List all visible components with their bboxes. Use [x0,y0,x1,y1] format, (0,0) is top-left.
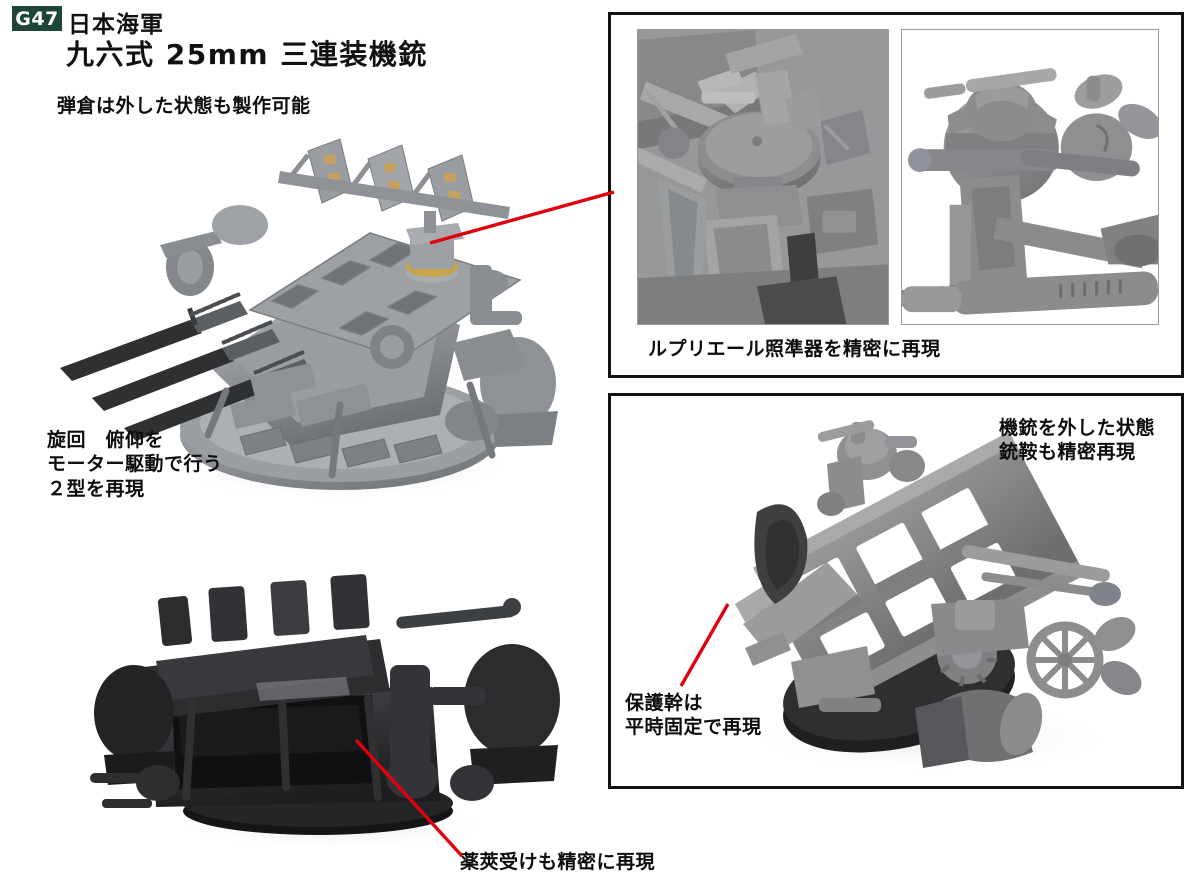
triple-25mm-gun-mount-gray-photo [40,115,610,520]
sight-closeup-left-photo [638,30,888,324]
sight-closeup-right-photo [902,30,1158,324]
leprieur-sight-closeup-photo [637,29,889,325]
gun-removed-panel: 機銃を外した状態 銃鞍も精密再現 保護幹は 平時固定で再現 [608,393,1184,789]
gun-removed-label: 機銃を外した状態 銃鞍も精密再現 [999,417,1156,464]
motor-driven-label: 旋回 俯仰を モーター駆動で行う ２型を再現 [47,429,223,500]
product-code-badge: G47 [12,6,62,31]
magazine-removable-label: 弾倉は外した状態も製作可能 [57,95,311,117]
leprieur-sight-side-photo [901,29,1159,325]
mount-without-guns-photo [631,408,1165,778]
guard-rail-label: 保護幹は 平時固定で再現 [625,692,762,739]
shell-catcher-label: 薬莢受けも精密に再現 [460,851,656,873]
sight-detail-panel: ルプリエール照準器を精密に再現 [608,12,1184,378]
product-subtitle: 日本海軍 [68,12,164,38]
page-title: 九六式 25mm 三連装機銃 [66,38,428,71]
gun-saddle-mount-photo [631,408,1165,778]
main-model-photo [40,115,610,520]
black-model-photo [60,515,590,860]
sight-caption-label: ルプリエール照準器を精密に再現 [648,338,941,360]
triple-25mm-gun-mount-black-photo [60,515,590,860]
